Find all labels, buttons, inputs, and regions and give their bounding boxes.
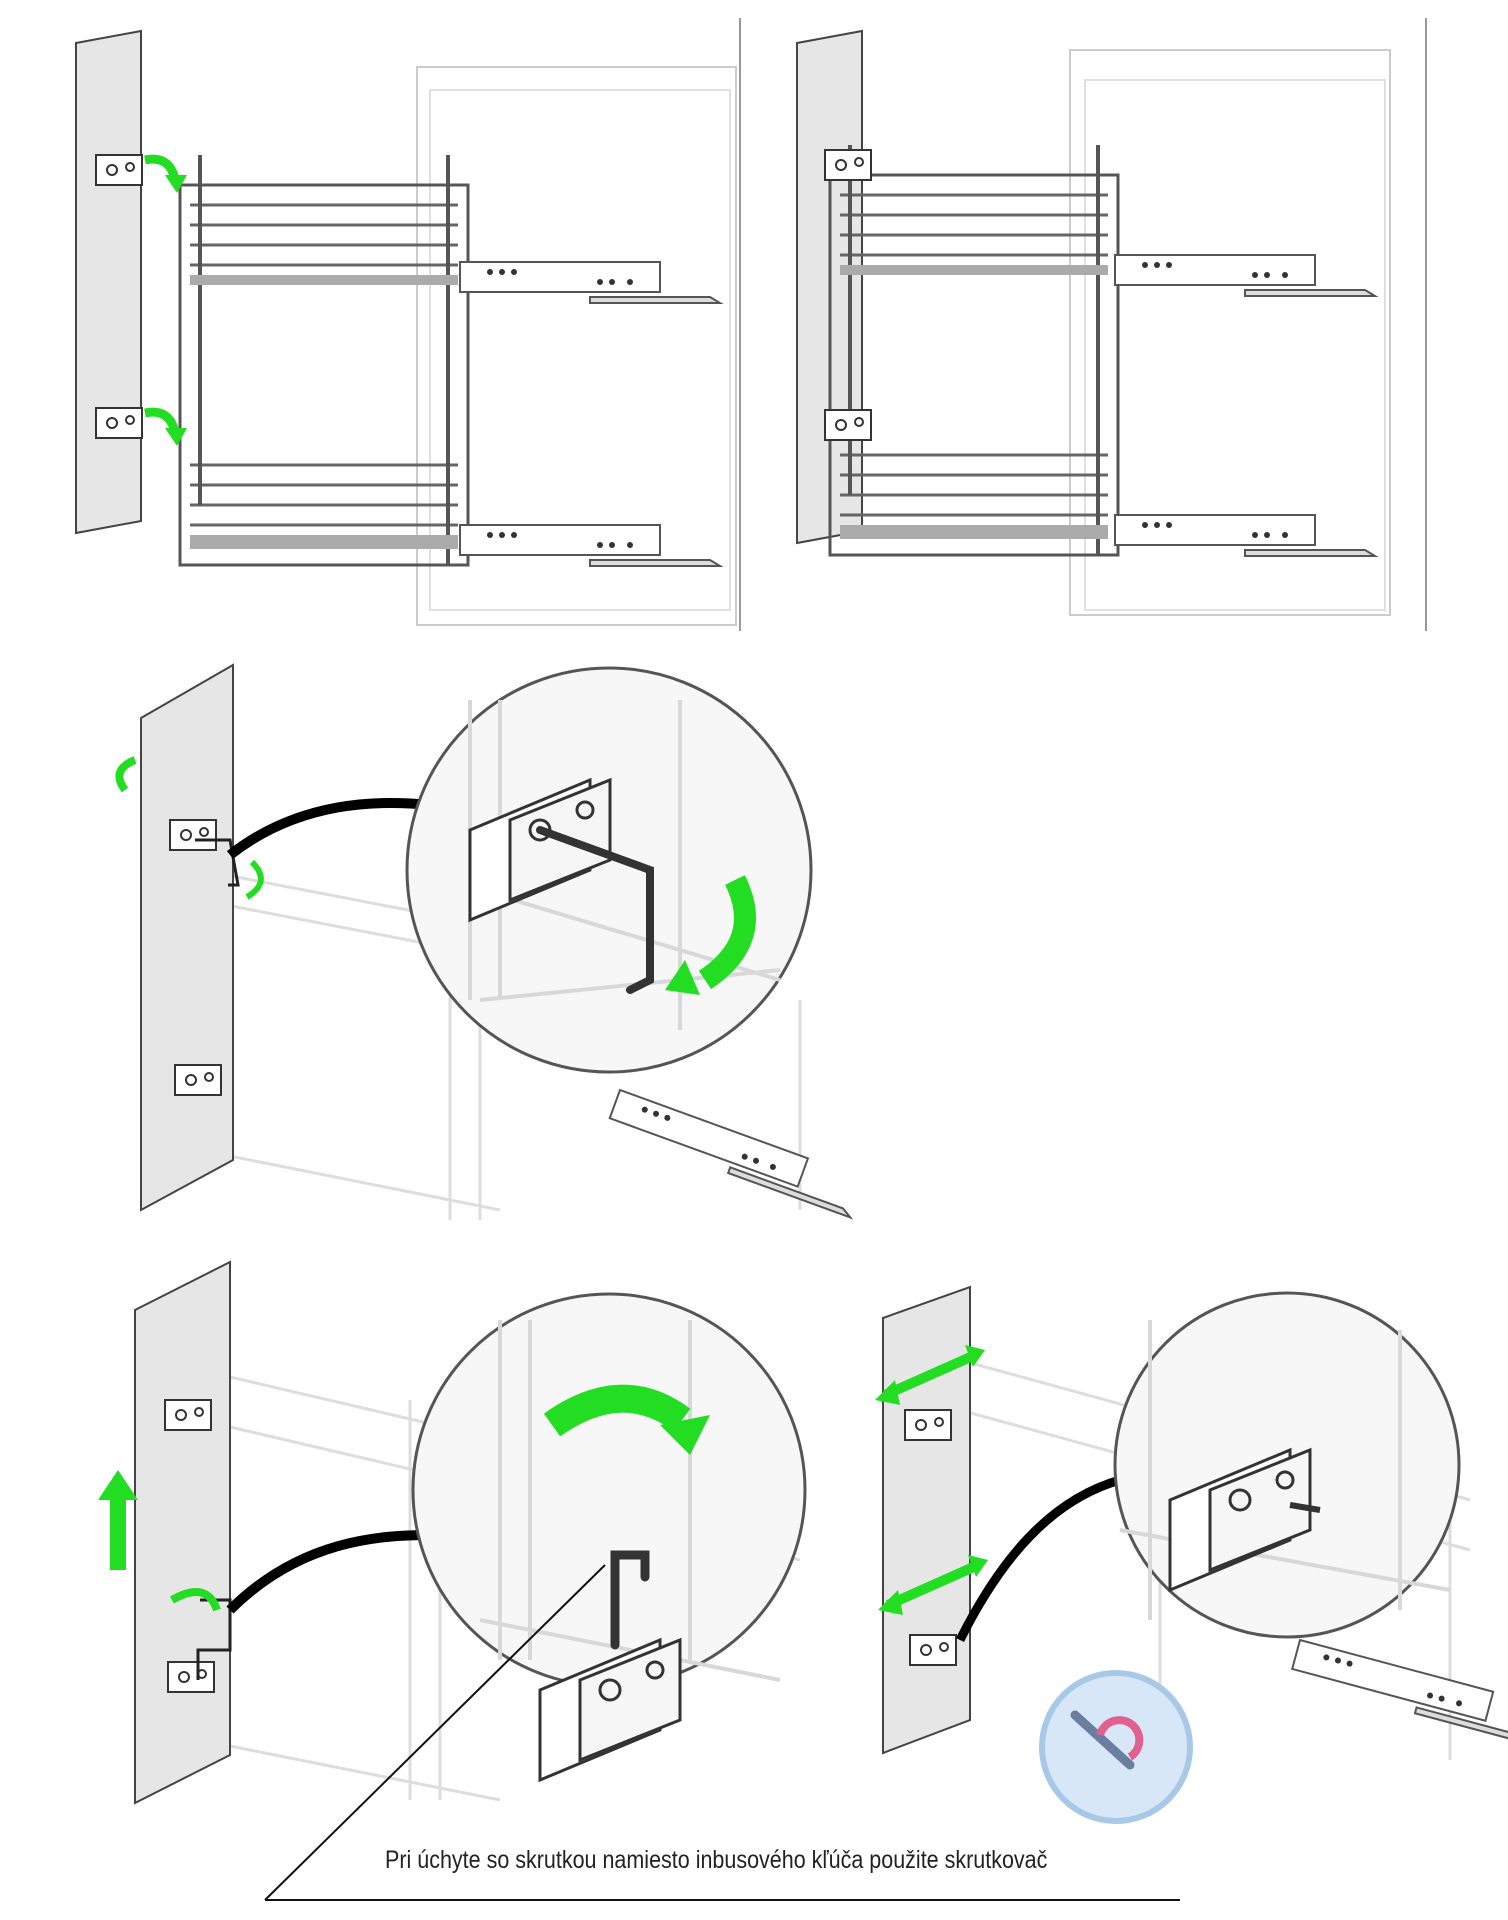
step-2-mounted-panel — [796, 18, 1427, 631]
step-5-screwdriver-panel — [875, 1285, 1508, 1824]
step-4-lift-panel — [98, 1260, 1180, 1901]
step-3-allen-key-panel — [115, 663, 866, 1220]
screwdriver-note: Pri úchyte so skrutkou namiesto inbusové… — [385, 1846, 1048, 1874]
step-1-hook-panel — [75, 18, 741, 631]
